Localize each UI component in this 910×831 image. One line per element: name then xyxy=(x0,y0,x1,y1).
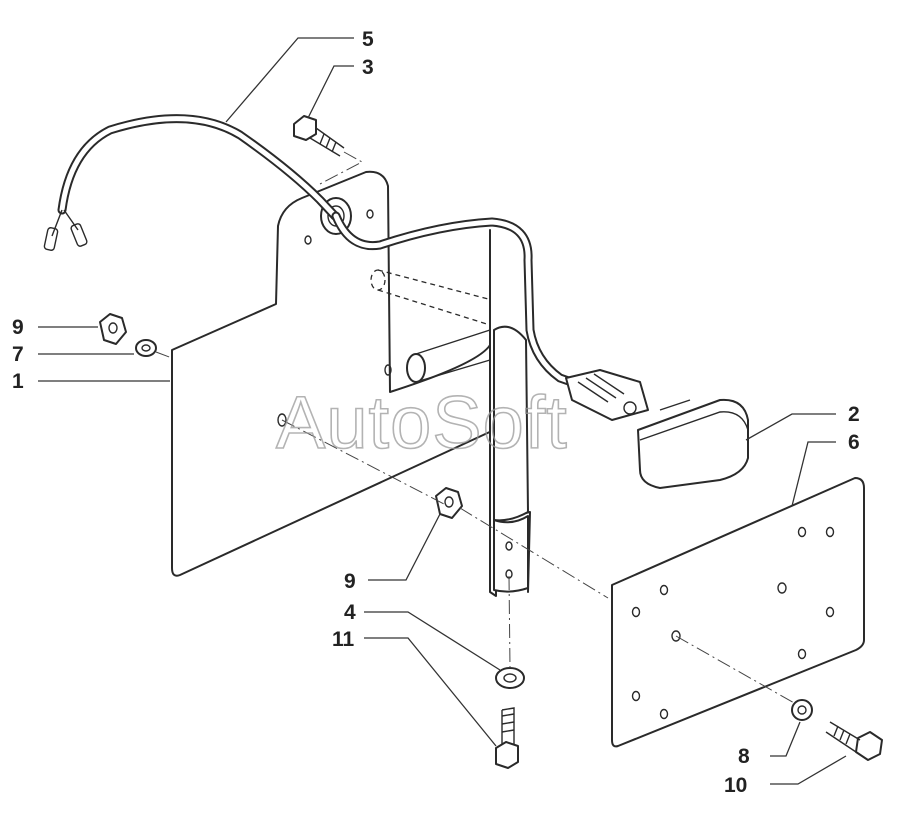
callout-numbers: 5 3 9 7 1 2 6 9 4 11 8 10 xyxy=(12,28,860,797)
callout-3: 3 xyxy=(362,56,374,79)
callout-2: 2 xyxy=(848,403,860,426)
callout-6: 6 xyxy=(848,431,860,454)
assembly-axes xyxy=(155,151,797,705)
washer-8 xyxy=(791,699,813,721)
support-arm xyxy=(489,229,531,597)
nut-9-lower xyxy=(435,487,463,519)
callout-5: 5 xyxy=(362,28,374,51)
callout-4: 4 xyxy=(344,601,356,624)
callout-9-upper: 9 xyxy=(12,316,24,339)
callout-11: 11 xyxy=(332,628,355,651)
callout-1: 1 xyxy=(12,370,24,393)
callout-7: 7 xyxy=(12,343,24,366)
bolt-3 xyxy=(293,115,345,157)
bolt-11 xyxy=(495,707,519,769)
washer-4 xyxy=(495,667,525,689)
plate-backing xyxy=(611,477,865,748)
callout-10: 10 xyxy=(724,774,747,797)
callout-leaders xyxy=(38,37,847,785)
callout-9-lower: 9 xyxy=(344,570,356,593)
nut-9-upper xyxy=(99,313,127,345)
wire-connector xyxy=(565,369,649,421)
watermark-text: AutoSoft xyxy=(276,381,568,464)
callout-8: 8 xyxy=(738,745,750,768)
cable-harness xyxy=(43,114,585,390)
bolt-10 xyxy=(825,721,883,761)
license-light xyxy=(637,398,749,489)
washer-7 xyxy=(135,339,157,357)
